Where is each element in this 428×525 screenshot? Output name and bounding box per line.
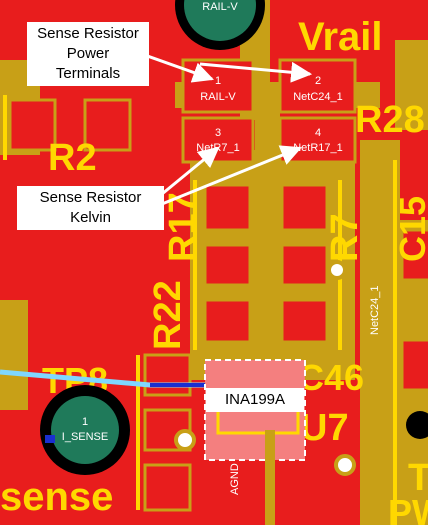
- agnd-label: AGND: [229, 463, 241, 495]
- silk-c15: C15: [392, 196, 428, 262]
- silk-c46: C46: [298, 357, 364, 398]
- c46-pad-b: [280, 298, 329, 344]
- silk-r17: R17: [162, 192, 204, 262]
- r2-pad-b: [83, 98, 132, 152]
- silk-r7: R7: [324, 213, 366, 262]
- silk-t-edge: T: [408, 457, 428, 499]
- via-small-1: [327, 260, 347, 280]
- c46-pad-a: [203, 298, 252, 344]
- callout-power-line-2: Power: [66, 45, 110, 62]
- arrow-to-pad-2: [199, 61, 313, 83]
- via-small-2: [334, 454, 356, 476]
- pad-1-number: 1: [215, 75, 221, 87]
- silk-u7: U7: [300, 407, 349, 449]
- arrow-to-pad-3: [161, 146, 220, 196]
- pad-3: [181, 116, 255, 164]
- chip-output-trace: [265, 430, 275, 525]
- arrow-to-pad-4: [161, 145, 302, 206]
- copper-neck: [255, 100, 280, 160]
- pad-1-net: RAIL-V: [200, 91, 236, 103]
- r7-pad-a: [280, 183, 329, 232]
- copper-pour-top-right: [395, 40, 428, 130]
- r17-pad-a: [203, 183, 252, 232]
- copper-strip-left: [0, 300, 28, 410]
- callout-kelvin-line-2: Kelvin: [70, 209, 111, 226]
- silk-pw-edge: PW: [388, 492, 428, 525]
- test-point-trace-stub: [45, 435, 55, 443]
- r7-pad-b: [280, 243, 329, 287]
- callout-power-line-3: Terminals: [55, 65, 121, 82]
- silk-r28: R28: [355, 99, 425, 141]
- top-via: [184, 0, 256, 41]
- silk-r22: R22: [147, 280, 189, 350]
- test-point: [51, 396, 119, 464]
- c15-pad-a: [400, 228, 428, 282]
- pad-4-net: NetR17_1: [293, 142, 343, 154]
- callout-power-terminals: Sense Resistor Power Terminals: [27, 22, 149, 86]
- callout-chip-label: INA199A: [224, 391, 286, 408]
- callout-kelvin: Sense Resistor Kelvin: [17, 186, 164, 230]
- r2-pad-a: [8, 98, 57, 152]
- via-small-3: [174, 429, 196, 451]
- pad-3-number: 3: [215, 127, 221, 139]
- r22-pad-c: [143, 463, 192, 512]
- test-point-net: I_SENSE: [62, 431, 108, 443]
- c15-pad-b: [400, 338, 428, 392]
- silk-sense: sense: [0, 475, 113, 519]
- top-via-label: RAIL-V: [202, 1, 238, 13]
- r17-pad-b: [203, 243, 252, 287]
- pad-4-number: 4: [315, 127, 321, 139]
- callout-chip: INA199A: [206, 388, 304, 412]
- callout-kelvin-line-1: Sense Resistor: [39, 189, 142, 206]
- net-vertical-label: NetC24_1: [369, 285, 381, 335]
- callout-power-line-1: Sense Resistor: [37, 25, 139, 42]
- via-edge: [406, 411, 428, 439]
- pad-2-number: 2: [315, 75, 321, 87]
- component-pads: [8, 98, 428, 512]
- silk-r2: R2: [48, 137, 97, 179]
- r22-pad-a: [143, 353, 192, 397]
- test-point-number: 1: [82, 416, 88, 428]
- pad-4: [278, 116, 357, 164]
- pad-2-net: NetC24_1: [293, 91, 343, 103]
- silk-vrail: Vrail: [298, 15, 383, 59]
